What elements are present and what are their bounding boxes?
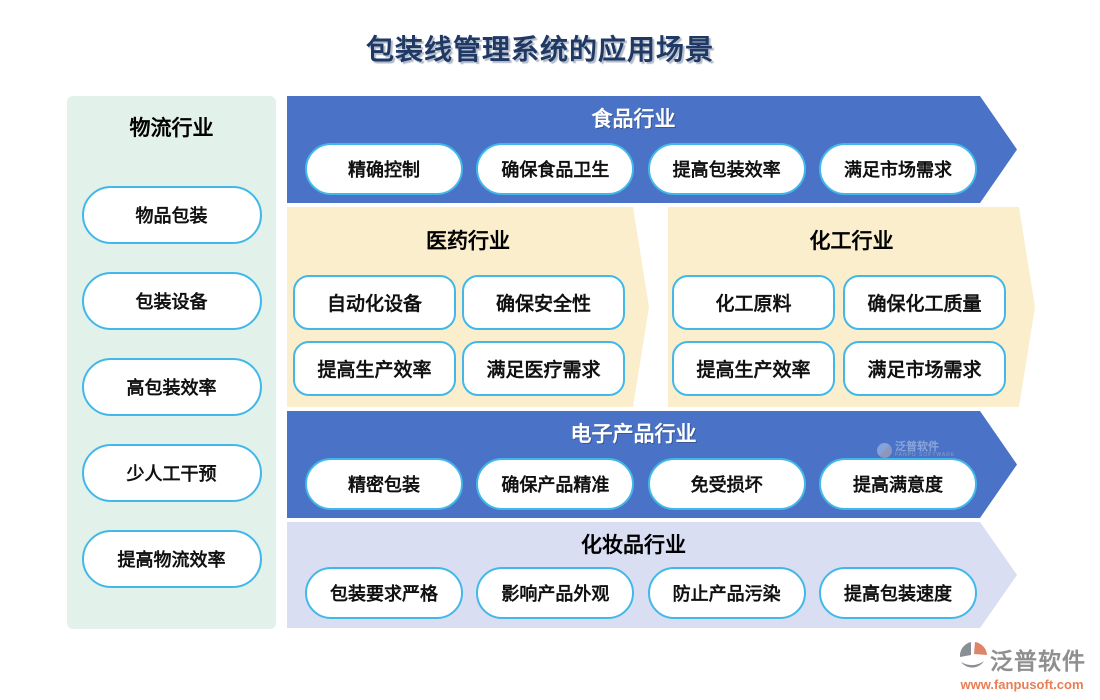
section-chemical: 化工行业 化工原料 确保化工质量 提高生产效率 满足市场需求 (668, 207, 1035, 407)
sidebar-logistics: 物流行业 物品包装 包装设备 高包装效率 少人工干预 提高物流效率 (67, 96, 276, 629)
sidebar-pill: 少人工干预 (81, 444, 262, 502)
feature-pill: 免受损坏 (648, 458, 806, 510)
sidebar-title: 物流行业 (129, 117, 214, 140)
footer-brand: 泛普软件 www.fanpusoft.com (958, 641, 1086, 692)
banner-cosmetics-title: 化妆品行业 (581, 534, 686, 557)
sidebar-pill-list: 物品包装 包装设备 高包装效率 少人工干预 提高物流效率 (81, 186, 262, 588)
feature-pill: 满足市场需求 (843, 341, 1006, 396)
sidebar-pill: 包装设备 (81, 272, 262, 330)
fanpu-logo-icon (958, 641, 988, 676)
feature-pill: 提高生产效率 (672, 341, 835, 396)
feature-pill: 确保食品卫生 (476, 143, 634, 195)
section-chemical-title: 化工行业 (809, 230, 894, 253)
sidebar-pill: 提高物流效率 (81, 530, 262, 588)
banner-food: 食品行业 精确控制 确保食品卫生 提高包装效率 满足市场需求 (287, 96, 1017, 203)
banner-cosmetics: 化妆品行业 包装要求严格 影响产品外观 防止产品污染 提高包装速度 (287, 522, 1017, 628)
banner-electronics: 电子产品行业 泛普软件 FANPU SOFTWARE 精密包装 确保产品精准 免… (287, 411, 1017, 518)
page-title: 包装线管理系统的应用场景 (365, 34, 714, 65)
feature-pill: 确保产品精准 (476, 458, 634, 510)
brand-name: 泛普软件 (990, 647, 1086, 674)
feature-pill: 满足医疗需求 (462, 341, 625, 396)
section-pharma-pills: 自动化设备 确保安全性 提高生产效率 满足医疗需求 (293, 275, 625, 396)
feature-pill: 提高满意度 (819, 458, 977, 510)
feature-pill: 提高生产效率 (293, 341, 456, 396)
feature-pill: 化工原料 (672, 275, 835, 330)
feature-pill: 精密包装 (305, 458, 463, 510)
feature-pill: 包装要求严格 (305, 567, 463, 619)
banner-cosmetics-pills: 包装要求严格 影响产品外观 防止产品污染 提高包装速度 (305, 567, 977, 619)
sidebar-pill: 高包装效率 (81, 358, 262, 416)
feature-pill: 满足市场需求 (819, 143, 977, 195)
feature-pill: 影响产品外观 (476, 567, 634, 619)
banner-electronics-title: 电子产品行业 (570, 423, 697, 446)
feature-pill: 提高包装效率 (648, 143, 806, 195)
feature-pill: 防止产品污染 (648, 567, 806, 619)
sidebar-pill: 物品包装 (81, 186, 262, 244)
feature-pill: 提高包装速度 (819, 567, 977, 619)
feature-pill: 自动化设备 (293, 275, 456, 330)
section-pharma-title: 医药行业 (426, 230, 510, 253)
banner-food-pills: 精确控制 确保食品卫生 提高包装效率 满足市场需求 (305, 143, 977, 195)
section-chemical-pills: 化工原料 确保化工质量 提高生产效率 满足市场需求 (672, 275, 1006, 396)
feature-pill: 确保安全性 (462, 275, 625, 330)
banner-electronics-pills: 精密包装 确保产品精准 免受损坏 提高满意度 (305, 458, 977, 510)
feature-pill: 确保化工质量 (843, 275, 1006, 330)
feature-pill: 精确控制 (305, 143, 463, 195)
brand-url: www.fanpusoft.com (960, 677, 1084, 692)
section-pharma: 医药行业 自动化设备 确保安全性 提高生产效率 满足医疗需求 (287, 207, 649, 407)
banner-food-title: 食品行业 (591, 108, 676, 131)
